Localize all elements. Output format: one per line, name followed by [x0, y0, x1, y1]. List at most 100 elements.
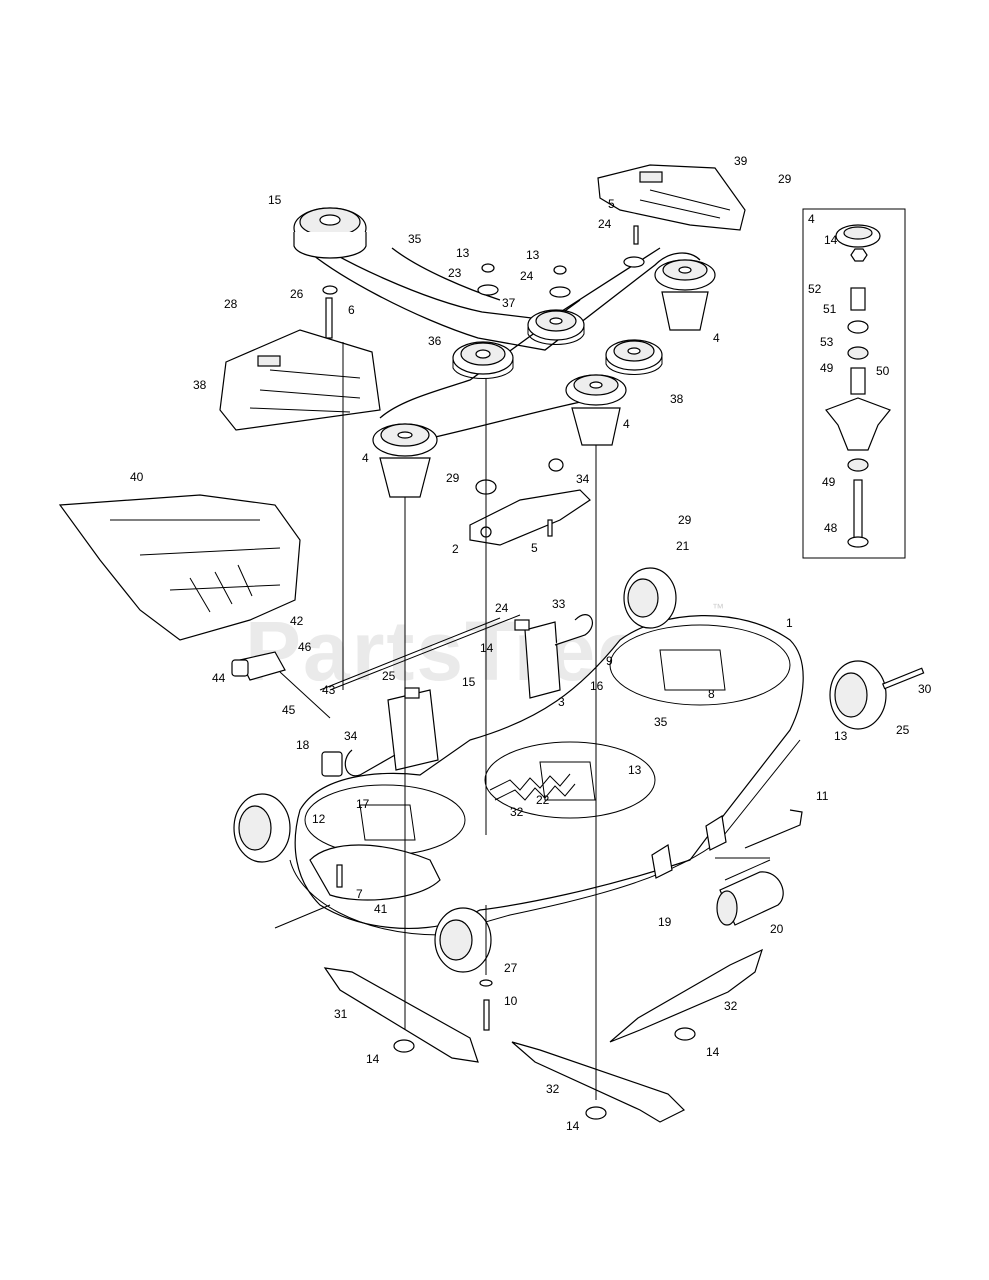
- callout-46: 45: [282, 703, 296, 717]
- callout-22: 21: [676, 539, 690, 553]
- callout-24-c: 24: [598, 217, 612, 231]
- bolt-31: [881, 667, 925, 690]
- spindle-inset: 4 14 52 51 53 49 50 49 48: [802, 208, 906, 559]
- inset-callout-52: 52: [808, 282, 822, 296]
- callout-32-a: 31: [334, 1007, 348, 1021]
- callout-38-a: 37: [502, 296, 516, 310]
- callout-29-a: 28: [224, 297, 238, 311]
- callout-40: 39: [734, 154, 748, 168]
- spindle-assembly-center: [565, 374, 627, 446]
- callout-4-center: 4: [623, 417, 630, 431]
- callout-7: 7: [356, 887, 363, 901]
- callout-23: 22: [536, 793, 550, 807]
- spindle-assembly-left: [372, 423, 438, 498]
- inset-washer-icon: [847, 320, 869, 334]
- inset-housing-icon: [825, 397, 891, 451]
- blade-nut-right: [674, 1027, 696, 1041]
- callout-9: 9: [606, 654, 613, 668]
- inset-callout-53: 53: [820, 335, 834, 349]
- callout-34-b: 34: [344, 729, 358, 743]
- inset-spacer-icon: [850, 287, 866, 311]
- callout-37: 36: [428, 334, 442, 348]
- inset-shaft-flange: [847, 536, 869, 548]
- callout-34-a: 33: [552, 597, 566, 611]
- electric-clutch: [293, 207, 367, 259]
- blade-nut-left: [393, 1039, 415, 1053]
- roller-rod: [744, 809, 803, 849]
- inset-title: 4: [808, 212, 815, 226]
- inset-pulley-hub: [843, 226, 873, 240]
- idler-pulley-37: [452, 341, 514, 379]
- callout-14-a: 14: [366, 1052, 380, 1066]
- spring-25-left: [404, 687, 420, 699]
- callout-31: 30: [918, 682, 932, 696]
- callout-33: 32: [510, 805, 524, 819]
- callout-25-b: 25: [382, 669, 396, 683]
- blade-right: [609, 948, 763, 1043]
- hardware-stack: [322, 225, 645, 495]
- callout-27: 26: [290, 287, 304, 301]
- callout-35-a: 34: [576, 472, 590, 486]
- callout-15-b: 15: [462, 675, 476, 689]
- callout-14-b: 14: [706, 1045, 720, 1059]
- inset-bearing-top-icon: [847, 346, 869, 360]
- callout-26: 25: [896, 723, 910, 737]
- extension-spring: [489, 773, 576, 801]
- callout-18: 17: [356, 797, 370, 811]
- callout-30: 29: [446, 471, 460, 485]
- blade-center: [511, 1041, 686, 1123]
- callout-3: 3: [558, 695, 565, 709]
- callout-17: 16: [590, 679, 604, 693]
- inset-callout-49-bottom: 49: [822, 475, 836, 489]
- deck-wheel-front-right: [434, 907, 492, 973]
- callout-13-b: 13: [526, 248, 540, 262]
- idler-pulley-38-lower: [605, 339, 663, 375]
- coupler: [321, 751, 343, 777]
- spindle-assembly-right: [654, 259, 716, 331]
- callout-28: 27: [504, 961, 518, 975]
- spring-45: [231, 659, 249, 677]
- callout-16: 15: [268, 193, 282, 207]
- callout-44: 43: [322, 683, 336, 697]
- inset-callout-50: 50: [876, 364, 890, 378]
- callout-38-b: 38: [670, 392, 684, 406]
- callout-1: 1: [786, 616, 793, 630]
- leader-lines: [274, 342, 771, 1100]
- callout-21: 20: [770, 922, 784, 936]
- callout-11: 11: [816, 789, 829, 803]
- callout-labels: 1 2 3 4 4 4 5 5 6 7 8 9 10 11 12 13 13 1…: [130, 154, 932, 1133]
- callout-24-b: 24: [520, 269, 534, 283]
- inset-callout-48: 48: [824, 521, 838, 535]
- belt-cover-left: [219, 329, 381, 431]
- inset-nut-icon: [850, 248, 868, 262]
- inset-callout-51: 51: [823, 302, 837, 316]
- callout-13-a: 13: [456, 246, 470, 260]
- callout-10: 10: [504, 994, 518, 1008]
- bolt-5-lower: [547, 519, 553, 537]
- callout-32-c: 32: [546, 1082, 560, 1096]
- bolt-7: [336, 864, 343, 888]
- rod-46: [279, 671, 331, 719]
- idler-arm: [469, 489, 591, 546]
- callout-24-a: 23: [448, 266, 462, 280]
- belt-cover-right: [597, 164, 746, 231]
- callout-32-b: 32: [724, 999, 738, 1013]
- callout-35-b: 35: [654, 715, 668, 729]
- inset-callout-49-top: 49: [820, 361, 834, 375]
- callout-5-lower: 5: [531, 541, 538, 555]
- callout-12: 12: [312, 812, 326, 826]
- callout-25-a: 24: [495, 601, 509, 615]
- callout-8: 8: [708, 687, 715, 701]
- callout-19: 18: [296, 738, 310, 752]
- callout-13-c: 13: [628, 763, 642, 777]
- spring-25-right: [514, 619, 530, 631]
- deck-hanger-bracket: [344, 614, 593, 777]
- callout-15-a: 14: [480, 641, 494, 655]
- callout-39: 38: [193, 378, 207, 392]
- inset-shaft-icon: [853, 479, 863, 539]
- deck-wheel-rear-left: [623, 567, 677, 629]
- callout-14-c: 14: [566, 1119, 580, 1133]
- blade-left: [323, 967, 479, 1063]
- inset-bearing-bottom-icon: [847, 458, 869, 472]
